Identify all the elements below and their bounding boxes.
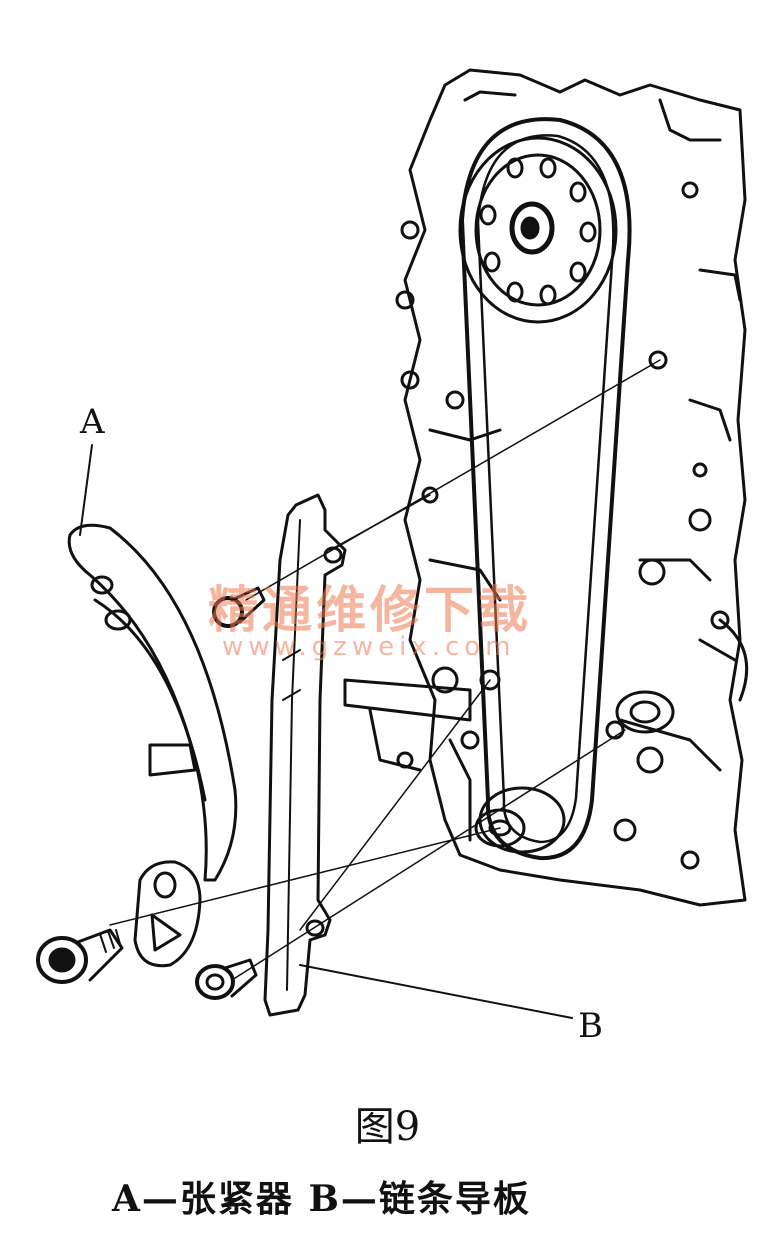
chain-guide-bolt-lower <box>195 958 258 1000</box>
label-chain-guide: B <box>578 1006 603 1046</box>
timing-chain <box>460 117 632 861</box>
figure-title: 图9 <box>354 1104 421 1150</box>
tensioner <box>67 523 238 968</box>
engine-block <box>343 68 749 907</box>
camshaft-sprocket <box>458 136 618 324</box>
label-tensioner: A <box>80 402 105 442</box>
engine-timing-chain-diagram <box>36 68 749 1019</box>
chain-guide-bolt-upper <box>212 586 266 628</box>
watermark-text: 精通维修下载 <box>208 581 532 639</box>
leader-lines <box>79 444 573 1019</box>
figure-caption: A—张紧器 B—链条导板 <box>112 1178 531 1220</box>
watermark-url: www.gzweix.com <box>222 632 516 662</box>
chain-guide <box>263 493 347 1017</box>
tensioner-bolt <box>36 928 124 984</box>
assembly-lines <box>109 359 661 981</box>
